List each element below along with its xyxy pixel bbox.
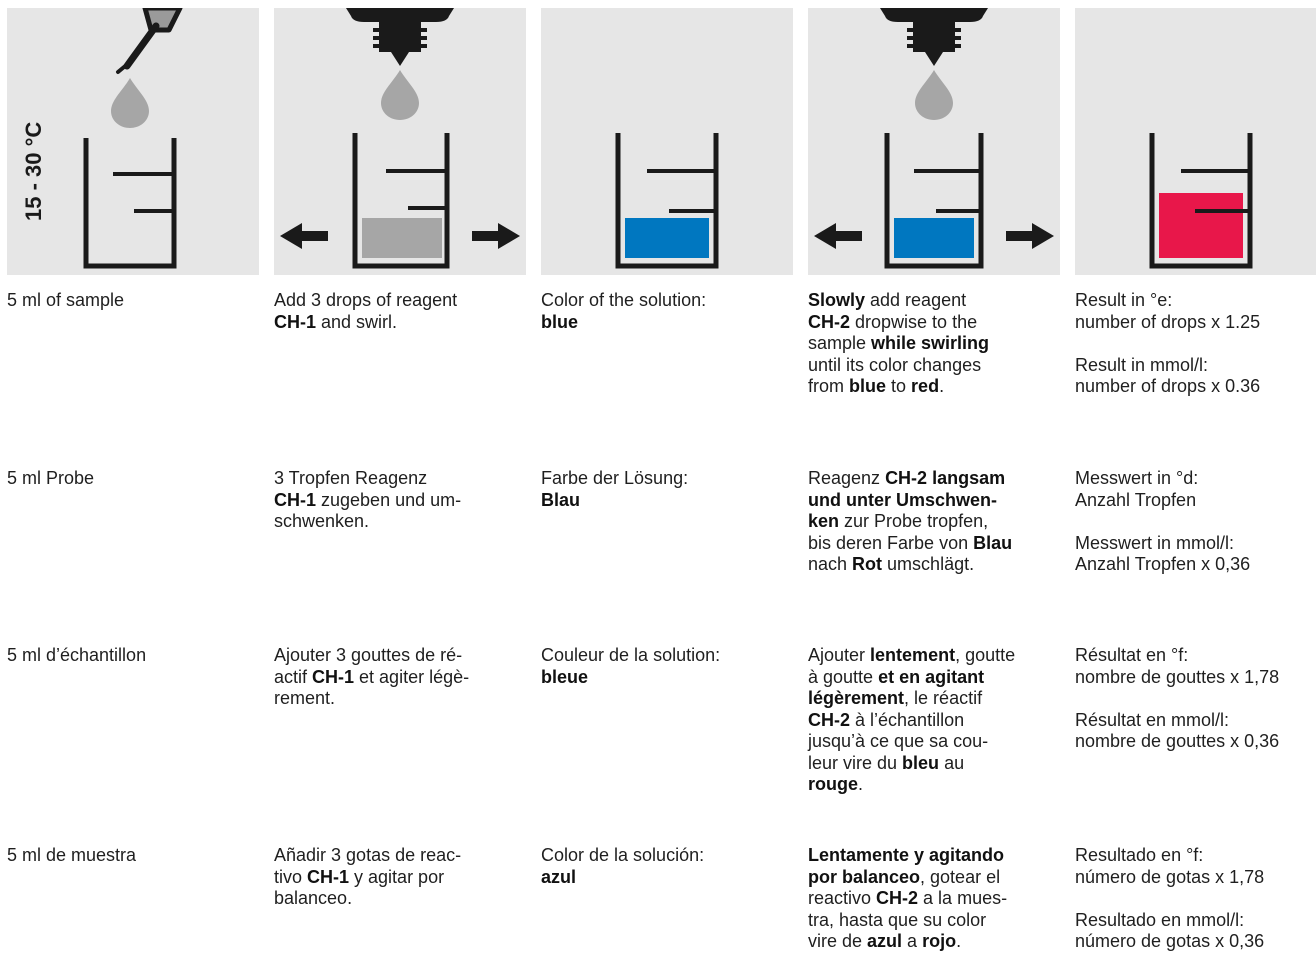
step-3-text-es: Color de la solución: azul — [541, 845, 705, 887]
step-4-text-fr: Ajouter lentement, goutte à goutte et en… — [808, 645, 1016, 794]
step-2-text-es: Añadir 3 gotas de reac- tivo CH-1 y agit… — [274, 845, 462, 908]
step-5-text-en: Result in °e: number of drops x 1.25 Res… — [1075, 290, 1261, 396]
dropper-bottle-icon — [880, 8, 988, 66]
step-1-text-de: 5 ml Probe — [7, 468, 95, 488]
step-1-text-fr: 5 ml d’échantillon — [7, 645, 147, 665]
step-2-text-de: 3 Tropfen Reagenz CH-1 zugeben und um- s… — [274, 468, 462, 531]
step-5-text-fr: Résultat en °f: nombre de gouttes x 1,78… — [1075, 645, 1280, 751]
step-2-text-en: Add 3 drops of reagent CH-1 and swirl. — [274, 290, 458, 332]
step-4-text-en: Slowly add reagent CH-2 dropwise to the … — [808, 290, 990, 396]
step-4-illustration — [808, 8, 1060, 275]
drop-icon — [111, 78, 149, 128]
step-5-text-de: Messwert in °d: Anzahl Tropfen Messwert … — [1075, 468, 1251, 574]
drop-icon — [381, 70, 419, 120]
drop-icon — [915, 70, 953, 120]
beaker-icon — [1149, 133, 1253, 269]
temperature-label: 15 - 30 °C — [21, 122, 46, 221]
beaker-icon — [884, 133, 984, 269]
swirl-left-arrow-icon — [280, 223, 328, 249]
step-5-text-es: Resultado en °f: número de gotas x 1,78 … — [1075, 845, 1265, 951]
step-1-text-en: 5 ml of sample — [7, 290, 125, 310]
step-2-illustration — [274, 8, 526, 275]
step-3-illustration — [541, 8, 793, 275]
step-3-text-fr: Couleur de la solution: bleue — [541, 645, 721, 687]
step-3-text-de: Farbe der Lösung: Blau — [541, 468, 689, 510]
swirl-left-arrow-icon — [814, 223, 862, 249]
step-1-text-es: 5 ml de muestra — [7, 845, 137, 865]
beaker-icon — [615, 133, 719, 269]
beaker-icon — [352, 133, 450, 269]
step-4-text-de: Reagenz CH-2 langsam und unter Umschwen-… — [808, 468, 1013, 574]
swirl-right-arrow-icon — [472, 223, 520, 249]
step-5-illustration — [1075, 8, 1316, 275]
beaker-icon — [83, 138, 177, 269]
dropper-bottle-icon — [346, 8, 454, 66]
step-3-text-en: Color of the solution: blue — [541, 290, 707, 332]
step-1-illustration: 15 - 30 °C — [7, 8, 259, 275]
step-4-text-es: Lentamente y agitando por balanceo, gote… — [808, 845, 1008, 951]
swirl-right-arrow-icon — [1006, 223, 1054, 249]
step-2-text-fr: Ajouter 3 gouttes de ré- actif CH-1 et a… — [274, 645, 470, 708]
pipette-icon — [116, 8, 183, 74]
